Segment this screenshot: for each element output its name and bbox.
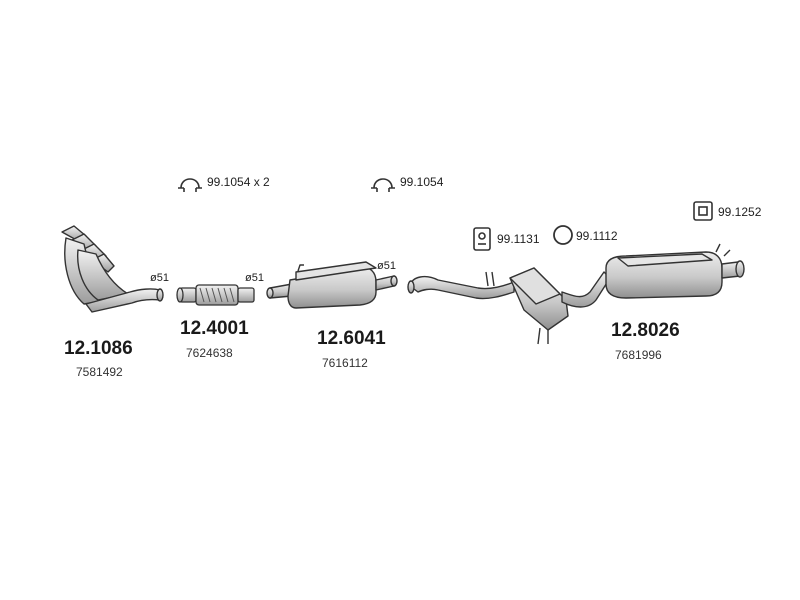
accessory-label: 99.1112 [576, 229, 618, 243]
rubber-mount-icon [473, 227, 491, 251]
accessory-label: 99.1131 [497, 232, 540, 246]
exhaust-manifold [61, 225, 164, 313]
middle-silencer [266, 261, 398, 309]
diameter-label: ø51 [377, 260, 396, 272]
oem-number: 7681996 [615, 348, 662, 362]
accessory-label: 99.1054 x 2 [207, 175, 270, 189]
oem-number: 7581492 [76, 365, 123, 379]
diameter-label: ø51 [245, 272, 264, 284]
rubber-mount-icon [693, 201, 713, 221]
part-number: 12.4001 [180, 318, 249, 339]
accessory-label: 99.1054 [400, 175, 444, 189]
clamp-icon [178, 178, 202, 192]
clamp-icon [371, 178, 395, 192]
ring-gasket-icon [553, 225, 573, 245]
oem-number: 7616112 [322, 356, 368, 370]
part-number: 12.8026 [611, 320, 680, 341]
part-number: 12.6041 [317, 328, 386, 349]
flex-pipe [176, 284, 255, 306]
oem-number: 7624638 [186, 346, 233, 360]
diameter-label: ø51 [150, 272, 169, 284]
accessory-label: 99.1252 [718, 205, 762, 219]
rear-silencer-assembly [407, 243, 745, 345]
part-number: 12.1086 [64, 338, 133, 359]
